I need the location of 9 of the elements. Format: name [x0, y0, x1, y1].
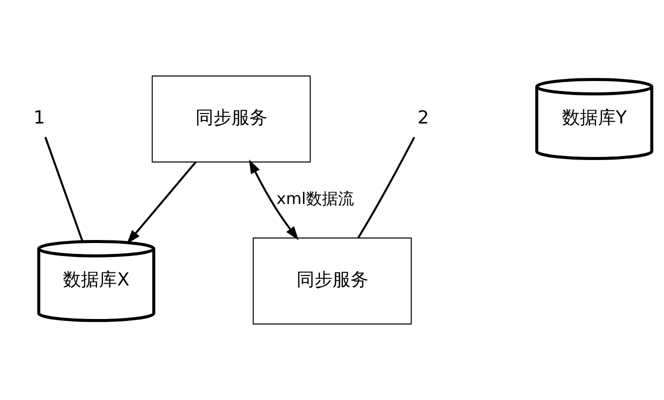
connector: [357, 136, 416, 238]
node-box: 同步服务: [152, 76, 311, 162]
arrow: [126, 161, 197, 244]
connector: [44, 136, 84, 242]
arrow: [249, 159, 299, 240]
node-box: 同步服务: [252, 238, 412, 324]
edge-label: xml数据流: [276, 188, 354, 208]
node-text: 2: [418, 107, 429, 128]
node-text: 1: [34, 107, 45, 128]
